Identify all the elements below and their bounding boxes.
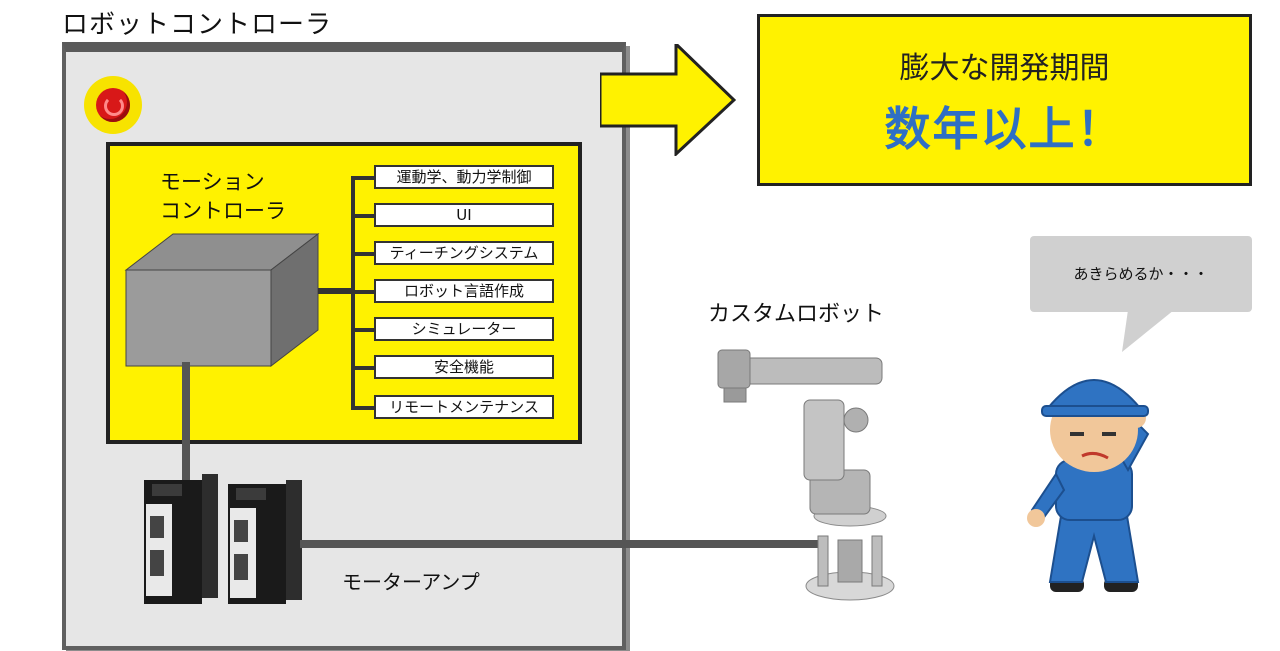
arrow-right-icon: [600, 44, 736, 156]
cube-to-bus-line: [318, 288, 354, 294]
feature-connector: [351, 406, 376, 410]
custom-robot-label: カスタムロボット: [708, 302, 885, 327]
controller-to-amp-line: [182, 362, 190, 480]
development-period-callout: 膨大な開発期間 数年以上！: [757, 14, 1252, 186]
amp-to-robot-line: [300, 540, 820, 548]
callout-line2: 数年以上！: [884, 102, 1125, 156]
feature-connector: [351, 252, 376, 256]
callout-line1: 膨大な開発期間: [899, 51, 1110, 86]
motion-controller-label-line2: コントローラ: [160, 199, 286, 223]
controller-title: ロボットコントローラ: [62, 10, 333, 40]
motion-controller-label: モーション コントローラ: [160, 168, 286, 226]
motion-controller-label-line1: モーション: [160, 170, 265, 194]
speech-bubble-tail-icon: [1122, 310, 1174, 352]
motor-amp-label: モーターアンプ: [342, 570, 480, 594]
feature-item: ティーチングシステム: [374, 241, 554, 265]
feature-item: リモートメンテナンス: [374, 395, 554, 419]
feature-connector: [351, 366, 376, 370]
feature-item: シミュレーター: [374, 317, 554, 341]
feature-item: 運動学、動力学制御: [374, 165, 554, 189]
worried-worker-icon: [1027, 379, 1150, 592]
custom-robot-arm-icon: [717, 349, 895, 601]
motor-amplifier-icon: [144, 474, 302, 604]
feature-item: ロボット言語作成: [374, 279, 554, 303]
feature-item: 安全機能: [374, 355, 554, 379]
power-icon: [104, 96, 124, 116]
motion-controller-cube-icon: [124, 232, 320, 368]
feature-item: UI: [374, 203, 554, 227]
feature-connector: [351, 214, 376, 218]
feature-connector: [351, 176, 376, 180]
feature-connector: [351, 328, 376, 332]
speech-bubble: あきらめるか・・・: [1030, 236, 1252, 312]
feature-connector: [351, 290, 376, 294]
